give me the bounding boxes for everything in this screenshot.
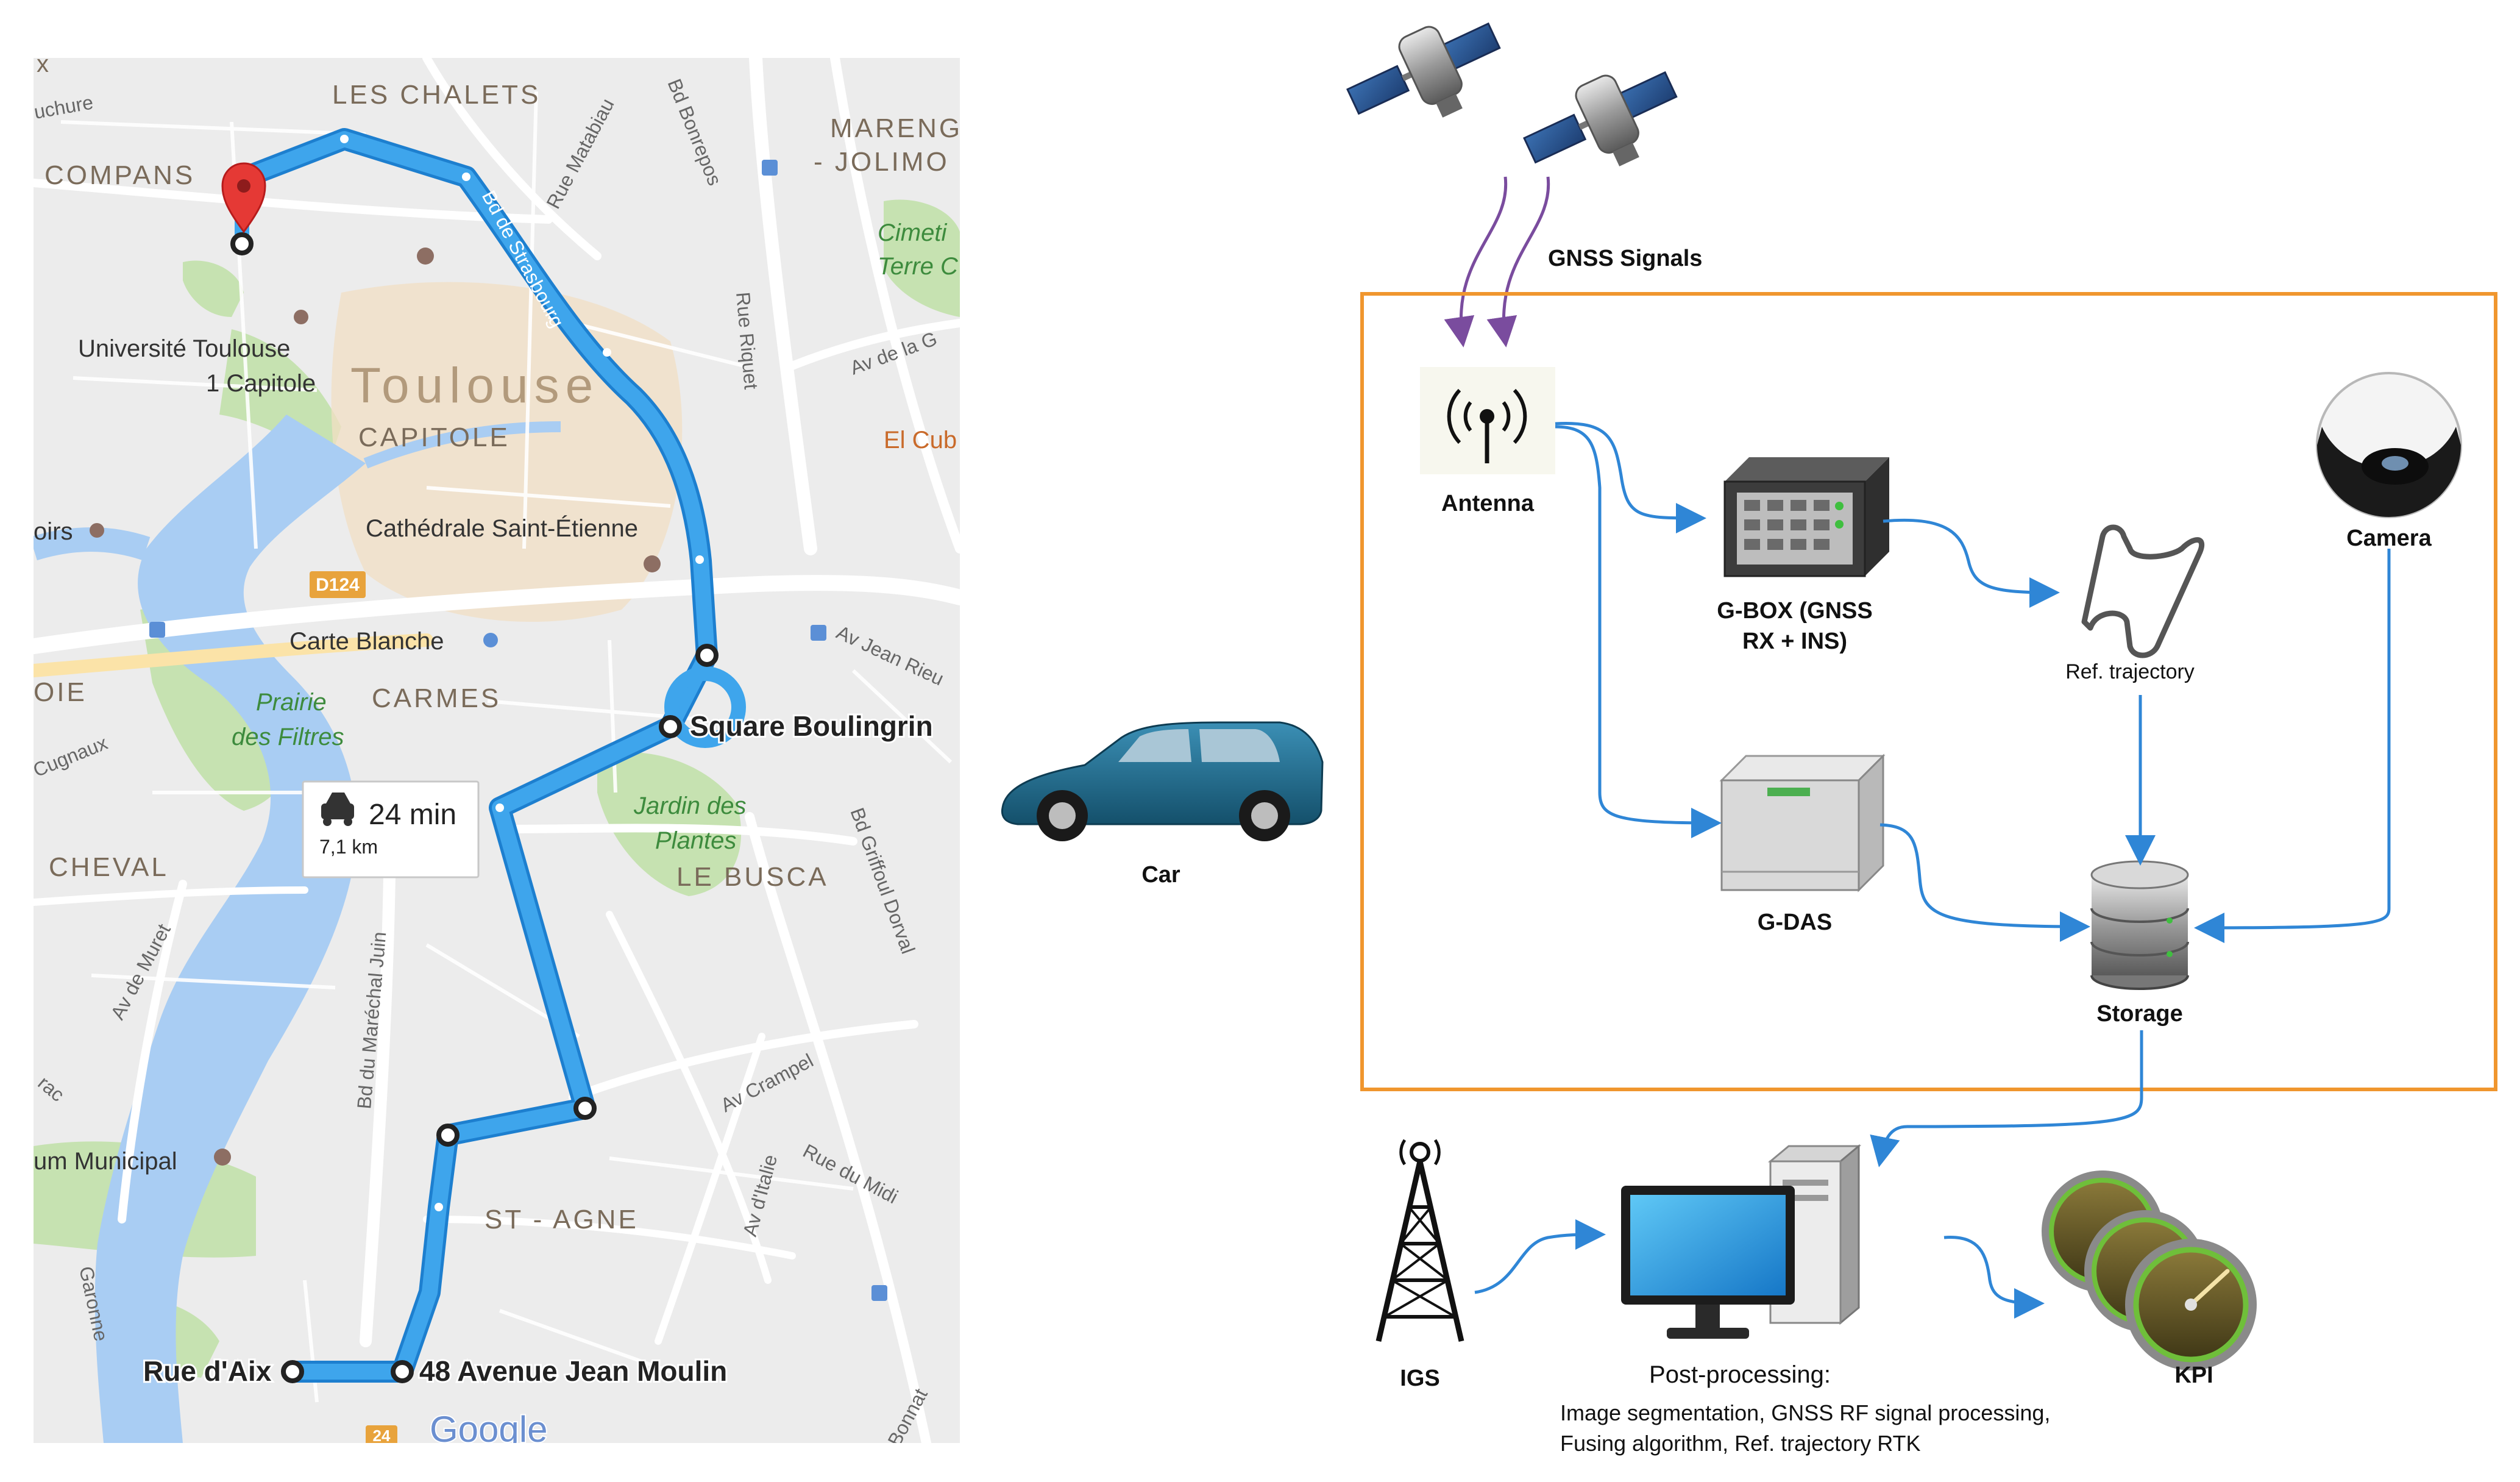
arrow-igs-to-computer [1474, 1219, 1606, 1294]
google-logo: Google [430, 1409, 547, 1450]
data-flow-arrows [1474, 421, 2391, 1319]
map-roads [34, 58, 960, 1443]
map-poi-icons [90, 160, 887, 1301]
district-capitole: CAPITOLE [358, 422, 510, 452]
district-labels: LES CHALETS COMPANS MARENG - JOLIMO CAPI… [34, 80, 962, 1234]
park-prairie-1: Prairie [256, 689, 327, 716]
arrow-antenna-to-gbox [1555, 421, 1706, 533]
storage-icon [2090, 860, 2189, 990]
gnss-signal-arrow-2 [1486, 176, 1550, 347]
park-cimetiere-1: Cimeti [878, 219, 947, 246]
label-kpi: KPI [2174, 1363, 2213, 1388]
waypoint-square-boulingrin[interactable] [659, 715, 682, 738]
label-storage: Storage [2096, 1001, 2182, 1027]
waypoint-boulingrin-north[interactable] [695, 644, 719, 667]
river-branch [34, 527, 151, 561]
computer-icon [1621, 1144, 1862, 1339]
ref-trajectory-icon [2081, 524, 2205, 658]
label-post-processing-detail-1: Image segmentation, GNSS RF signal proce… [1560, 1400, 2050, 1425]
street-x: x [37, 51, 49, 77]
route-distance: 7,1 km [319, 836, 378, 858]
label-ref-trajectory: Ref. trajectory [2065, 660, 2195, 683]
route-point-labels: Square Boulingrin Rue d'Aix 48 Avenue Je… [141, 708, 935, 1389]
place-universite-1: Université Toulouse [78, 335, 290, 362]
place-oirs: oirs [34, 518, 73, 545]
label-camera: Camera [2346, 525, 2432, 551]
igs-tower-icon [1375, 1139, 1464, 1342]
gdas-icon [1719, 753, 1886, 892]
park-prairie-2: des Filtres [232, 724, 344, 750]
waypoint-av-crampel[interactable] [573, 1097, 597, 1120]
park-jardin-2: Plantes [655, 827, 736, 854]
district-compans: COMPANS [44, 160, 195, 190]
district-carmes: CARMES [372, 683, 501, 713]
map-panel: D124 24 [34, 51, 962, 1450]
place-labels: Université Toulouse 1 Capitole Cathédral… [34, 335, 638, 1175]
arrow-gbox-to-reftraj [1883, 518, 2060, 608]
satellite-icon-1 [1346, 22, 1501, 118]
route-dots [340, 135, 704, 1211]
label-gbox-1: G-BOX (GNSS [1717, 598, 1872, 624]
gbox-icon [1723, 457, 1889, 577]
road-badge-d124-label: D124 [316, 575, 360, 595]
place-carte-blanche: Carte Blanche [289, 628, 444, 655]
route-duration: 24 min [369, 799, 456, 831]
acquisition-diagram: GNSS Signals Antenna [1001, 22, 2497, 1456]
park-labels: Prairie des Filtres Jardin des Plantes C… [232, 219, 959, 854]
arrow-antenna-to-gdas [1555, 425, 1722, 838]
district-oie: OIE [34, 677, 87, 707]
district-les-chalets: LES CHALETS [332, 80, 541, 110]
garonne-river [94, 415, 366, 1443]
label-igs: IGS [1400, 1366, 1439, 1391]
canal [363, 421, 561, 469]
waypoint-start[interactable] [230, 232, 254, 255]
place-universite-2: 1 Capitole [206, 370, 316, 397]
map-pin-icon[interactable] [221, 162, 266, 233]
place-cathedrale: Cathédrale Saint-Étienne [366, 515, 638, 542]
label-antenna: Antenna [1441, 491, 1535, 516]
route-waypoints [230, 167, 719, 1383]
arrow-camera-to-storage [2194, 549, 2391, 943]
district-marengo-1: MARENG [830, 113, 962, 143]
label-square-boulingrin: Square Boulingrin [690, 710, 933, 742]
arrow-storage-to-computer [1870, 1030, 2143, 1167]
label-car: Car [1141, 862, 1180, 888]
label-gdas: G-DAS [1758, 910, 1832, 935]
district-le-busca: LE BUSCA [676, 862, 829, 892]
city-label-toulouse: Toulouse [350, 358, 599, 413]
park-cimetiere-2: Terre C [878, 253, 959, 280]
park-jardin-1: Jardin des [633, 793, 747, 819]
label-gbox-2: RX + INS) [1742, 629, 1847, 654]
label-avenue-jean-moulin: 48 Avenue Jean Moulin [419, 1355, 727, 1387]
acquisition-frame [1360, 292, 2497, 1091]
road-badge-24-label: 24 [373, 1427, 391, 1445]
satellite-icon-2 [1523, 71, 1678, 166]
waypoint-jean-moulin[interactable] [391, 1360, 414, 1383]
district-st-agne: ST - AGNE [484, 1205, 639, 1234]
kpi-gauges-icon [2042, 1170, 2257, 1370]
label-post-processing: Post-processing: [1649, 1361, 1831, 1388]
route-info-bubble[interactable]: 24 min 7,1 km [302, 780, 480, 878]
arrow-gdas-to-storage [1879, 823, 2090, 942]
antenna-icon [1420, 367, 1555, 474]
label-rue-daix: Rue d'Aix [143, 1355, 272, 1387]
place-el-cub: El Cub [884, 427, 957, 454]
camera-icon [2316, 372, 2462, 518]
place-musee: um Municipal [34, 1148, 177, 1175]
waypoint-st-agne[interactable] [436, 1124, 460, 1147]
arrow-computer-to-kpi [1943, 1236, 2045, 1319]
road-badge-d124 [310, 571, 366, 598]
car-route-icon [321, 793, 354, 826]
gnss-signal-arrow-1 [1444, 176, 1508, 347]
label-post-processing-detail-2: Fusing algorithm, Ref. trajectory RTK [1560, 1431, 1921, 1456]
route-roundabout [664, 666, 746, 748]
car-icon [1001, 721, 1324, 841]
district-cheval: CHEVAL [49, 852, 169, 882]
district-marengo-2: - JOLIMO [814, 147, 949, 177]
label-gnss-signals: GNSS Signals [1548, 246, 1702, 271]
road-badge-24 [366, 1425, 397, 1443]
waypoint-rue-daix[interactable] [281, 1360, 304, 1383]
